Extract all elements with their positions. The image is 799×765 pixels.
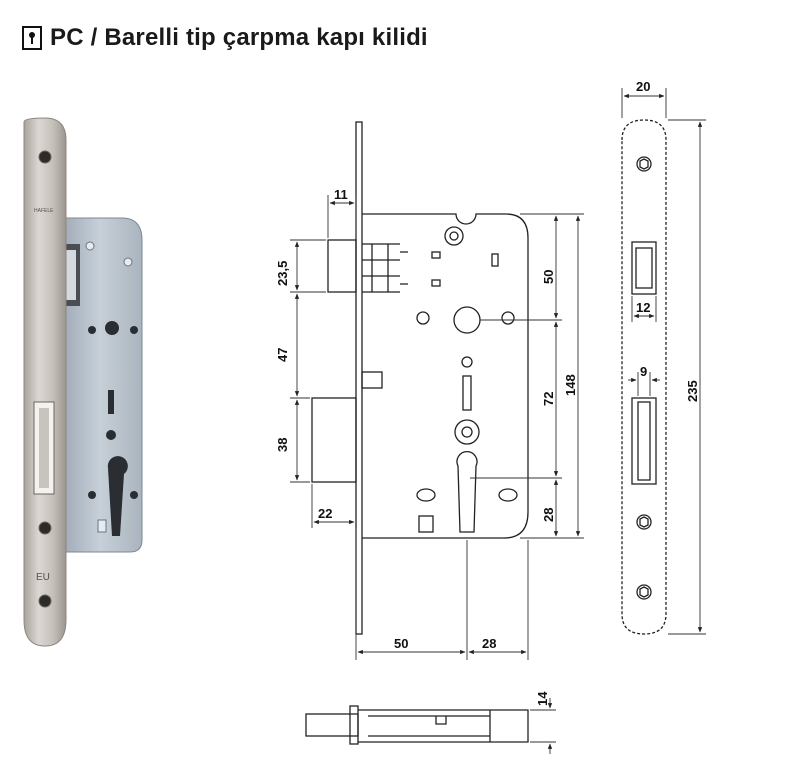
edge-view-dimensions xyxy=(530,698,556,754)
faceplate-top-screw xyxy=(636,156,652,172)
side-view-dimensions xyxy=(290,195,584,660)
edge-view xyxy=(305,705,529,745)
dim-case-depth: 14 xyxy=(535,691,550,706)
dim-bolt-projection: 22 xyxy=(318,506,332,521)
side-latch xyxy=(327,239,357,293)
photo-faceplate: HAFELE EU xyxy=(23,117,67,647)
photo-engraving-mark: EU xyxy=(36,572,50,583)
side-deadbolt xyxy=(311,397,357,483)
dim-follower-to-top: 50 xyxy=(541,270,556,284)
edge-faceplate xyxy=(349,705,359,745)
edge-case xyxy=(358,709,529,743)
side-bolt-tab xyxy=(361,371,383,389)
dim-latch-to-bolt: 47 xyxy=(275,348,290,362)
faceplate-outline xyxy=(621,119,667,635)
page-title-text: PC / Barelli tip çarpma kapı kilidi xyxy=(50,24,428,51)
dim-cylinder-offset: 28 xyxy=(482,636,496,651)
faceplate-bolt-opening xyxy=(631,397,657,485)
side-latch-spring xyxy=(362,243,400,293)
photo-engraving-brand: HAFELE xyxy=(34,208,54,214)
side-slot xyxy=(462,375,472,411)
faceplate-latch-opening xyxy=(631,241,657,295)
side-faceplate xyxy=(355,121,363,635)
page-title: PC / Barelli tip çarpma kapı kilidi xyxy=(22,24,428,52)
side-top-screw xyxy=(444,226,464,246)
side-screw-hole-right xyxy=(501,311,515,325)
dim-latch-height: 23,5 xyxy=(275,261,290,286)
side-screw-hole-left xyxy=(416,311,430,325)
lock-cylinder-icon xyxy=(22,26,42,50)
dim-follower-to-cylinder: 72 xyxy=(541,392,556,406)
dim-faceplate-length: 235 xyxy=(685,380,700,402)
dim-bolt-height: 38 xyxy=(275,438,290,452)
faceplate-labels: 20 12 9 235 xyxy=(636,79,700,402)
faceplate-mid-screw xyxy=(636,514,652,530)
dim-bolt-opening-width: 9 xyxy=(640,364,647,379)
dim-faceplate-width: 20 xyxy=(636,79,650,94)
faceplate-dimensions xyxy=(621,88,706,635)
dim-latch-projection: 11 xyxy=(334,187,348,202)
dim-backset: 50 xyxy=(394,636,408,651)
faceplate-bottom-screw xyxy=(636,584,652,600)
side-view-labels: 11 23,5 47 38 22 50 72 148 28 50 28 xyxy=(275,187,578,651)
dim-cylinder-to-bottom: 28 xyxy=(541,508,556,522)
side-follower-hole xyxy=(453,306,481,334)
side-view xyxy=(311,121,529,635)
lock-photo: HAFELE EU xyxy=(23,117,143,647)
side-lock-case xyxy=(362,213,529,539)
dim-case-height: 148 xyxy=(563,374,578,396)
dim-latch-opening-width: 12 xyxy=(636,300,650,315)
side-mid-screw xyxy=(454,419,480,445)
side-cylinder-hole xyxy=(456,450,478,533)
faceplate-view xyxy=(621,119,667,635)
